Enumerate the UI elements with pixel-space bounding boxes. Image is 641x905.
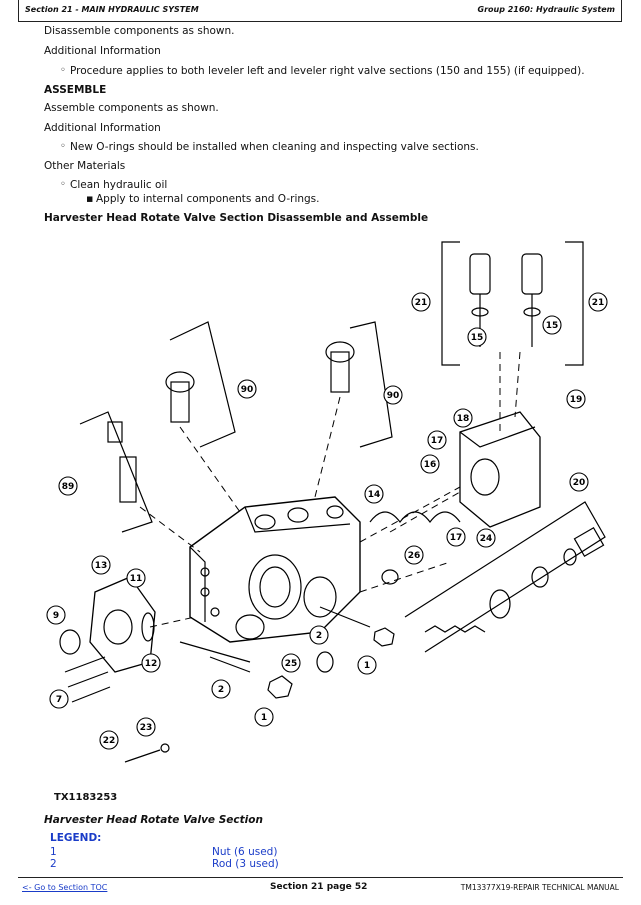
header-section-title: Section 21 - MAIN HYDRAULIC SYSTEM [25,5,199,14]
assemble-heading: ASSEMBLE [44,84,107,96]
bullet-orings: New O-rings should be installed when cle… [60,141,479,153]
bullet-procedure: Procedure applies to both leveler left a… [60,65,585,77]
callout-18: 18 [457,414,470,424]
callout-7: 7 [56,695,62,705]
assemble-text: Assemble components as shown. [44,102,219,114]
page-footer: <- Go to Section TOC Section 21 page 52 … [18,877,623,900]
callout-17-top: 17 [431,436,444,446]
legend-item-num: 2 [50,858,57,870]
callout-20: 20 [573,478,586,488]
callout-9: 9 [53,611,59,621]
page-header: Section 21 - MAIN HYDRAULIC SYSTEM Group… [18,0,622,22]
callout-21-left: 21 [415,298,428,308]
callout-16: 16 [424,460,437,470]
callout-22: 22 [103,736,116,746]
callout-23: 23 [140,723,153,733]
disassemble-text: Disassemble components as shown. [44,25,235,37]
legend-item-num: 1 [50,846,57,858]
legend-item-desc: Nut (6 used) [212,846,278,858]
header-group-title: Group 2160: Hydraulic System [477,5,615,14]
manual-title: TM13377X19-REPAIR TECHNICAL MANUAL [460,883,619,892]
callout-90-left: 90 [241,385,254,395]
callout-15-right: 15 [546,321,559,331]
callout-19: 19 [570,395,583,405]
callout-2-left: 2 [218,685,224,695]
callout-12: 12 [145,659,158,669]
additional-info-label-2: Additional Information [44,122,161,134]
other-materials-label: Other Materials [44,160,126,172]
figure-caption: Harvester Head Rotate Valve Section [44,814,263,826]
callout-11: 11 [130,574,143,584]
callout-26: 26 [408,551,421,561]
callout-1-left: 1 [261,713,267,723]
callout-25: 25 [285,659,298,669]
callout-90-right: 90 [387,391,400,401]
legend-item-desc: Rod (3 used) [212,858,279,870]
callout-21-right: 21 [592,298,605,308]
callout-15-left: 15 [471,333,484,343]
callout-14: 14 [368,490,381,500]
callout-89: 89 [62,482,75,492]
page-number: Section 21 page 52 [270,882,368,892]
figure-id: TX1183253 [54,792,118,803]
callout-24: 24 [480,534,493,544]
go-to-section-toc-link[interactable]: <- Go to Section TOC [22,883,108,892]
bullet-oil: Clean hydraulic oil [60,179,167,191]
legend-heading: LEGEND: [50,832,102,844]
section-heading: Harvester Head Rotate Valve Section Disa… [44,212,429,224]
callout-13: 13 [95,561,108,571]
exploded-valve-diagram: 21 21 15 15 90 90 18 19 89 17 16 20 14 1… [46,241,608,763]
callout-2-right: 2 [316,631,322,641]
callout-17-bottom: 17 [450,533,463,543]
sub-bullet-apply: Apply to internal components and O-rings… [86,192,319,205]
additional-info-label-1: Additional Information [44,45,161,57]
callout-1-right: 1 [364,661,370,671]
